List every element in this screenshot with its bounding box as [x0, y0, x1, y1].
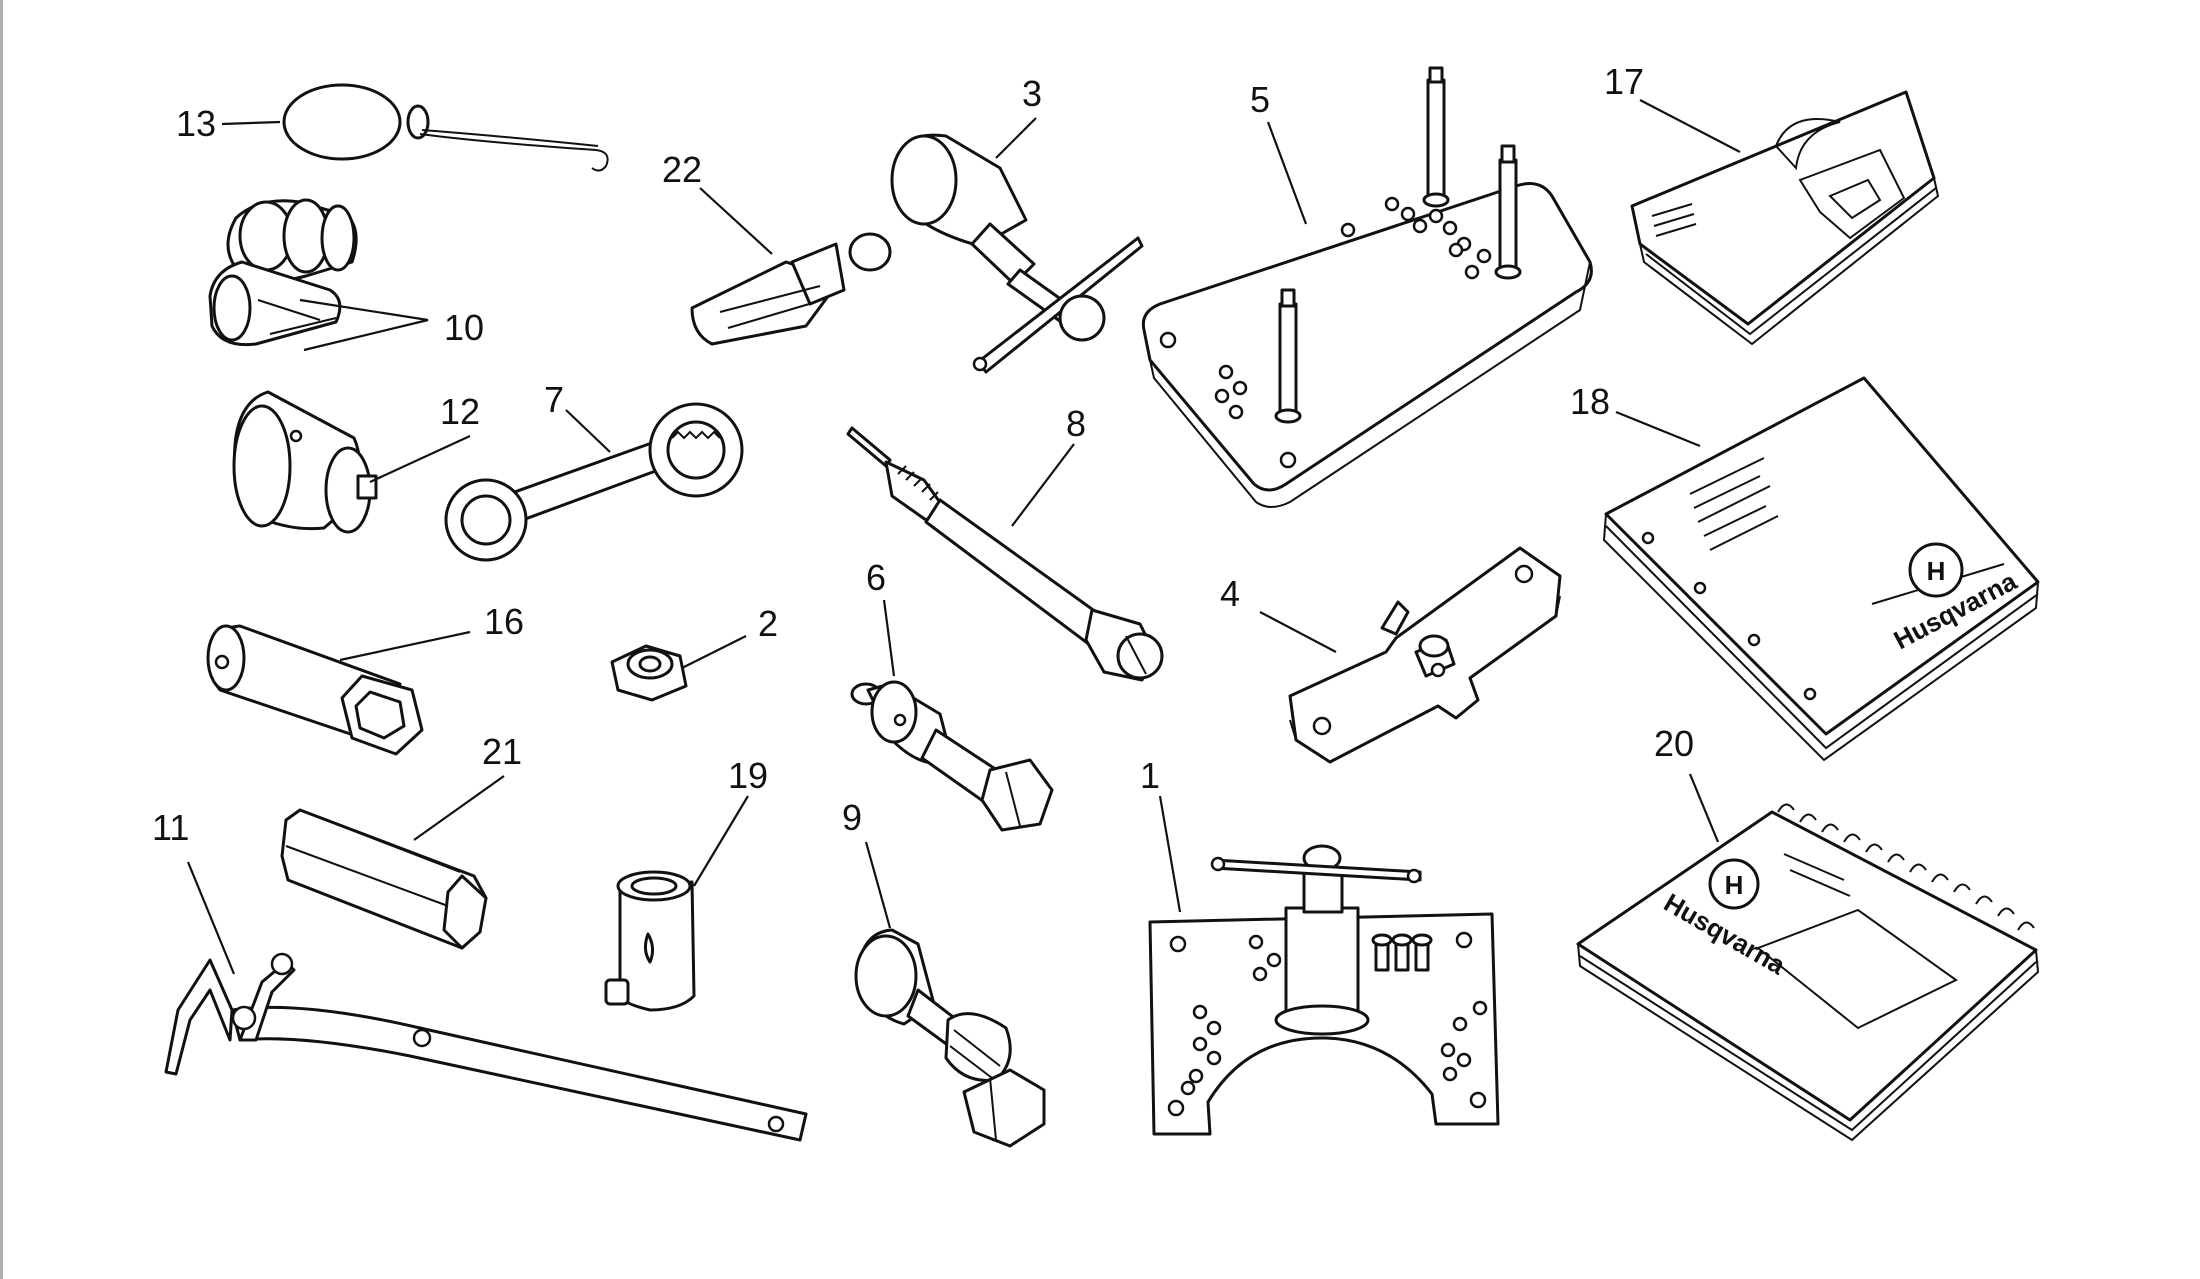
callout-6: 6	[866, 557, 886, 598]
part-11-holding-tool	[164, 952, 808, 1142]
part-17-small-manual	[1630, 90, 1940, 346]
callout-labels: 13 22 3 5 17 10 12 7 8 18 16 2 6 4 21 19…	[152, 61, 1694, 848]
callout-10: 10	[444, 307, 484, 348]
husqvarna-crown-h-icon: H	[1927, 556, 1946, 586]
callout-22: 22	[662, 149, 702, 190]
part-3-puller	[890, 133, 1144, 374]
callout-17: 17	[1604, 61, 1644, 102]
callout-21: 21	[482, 731, 522, 772]
part-16-box-wrench	[206, 624, 424, 756]
part-6-bolt	[850, 680, 1054, 832]
left-border	[0, 0, 3, 1279]
part-22-key-fob	[690, 232, 892, 346]
part-12-socket	[232, 390, 378, 534]
callout-7: 7	[544, 379, 564, 420]
part-20-spiral-notebook: H Husqvarna	[1576, 803, 2040, 1142]
callout-4: 4	[1220, 573, 1240, 614]
callout-20: 20	[1654, 723, 1694, 764]
part-5-base-plate	[1141, 66, 1593, 508]
part-1-press-plate	[1148, 844, 1500, 1136]
part-2-nut	[610, 644, 688, 702]
callout-18: 18	[1570, 381, 1610, 422]
husqvarna-crown-h-icon: H	[1725, 870, 1744, 900]
part-21-hex-bar	[280, 808, 488, 950]
callout-5: 5	[1250, 79, 1270, 120]
callout-19: 19	[728, 755, 768, 796]
part-19-sleeve	[604, 870, 696, 1012]
part-9-puller-bolt	[854, 928, 1046, 1148]
callout-13: 13	[176, 103, 216, 144]
callout-8: 8	[1066, 403, 1086, 444]
callout-16: 16	[484, 601, 524, 642]
callout-2: 2	[758, 603, 778, 644]
callout-1: 1	[1140, 755, 1160, 796]
part-18-large-manual: H Husqvarna	[1602, 376, 2040, 762]
leader-lines	[186, 99, 1741, 975]
callout-12: 12	[440, 391, 480, 432]
part-8-rod	[846, 426, 1164, 682]
callout-11: 11	[152, 807, 189, 848]
callout-3: 3	[1022, 73, 1042, 114]
part-13-ring-hook	[282, 83, 609, 172]
part-7-ring-spanner	[444, 402, 744, 562]
part-4-flat-tool	[1288, 546, 1562, 764]
callout-9: 9	[842, 797, 862, 838]
part-10-clamps	[208, 198, 358, 347]
